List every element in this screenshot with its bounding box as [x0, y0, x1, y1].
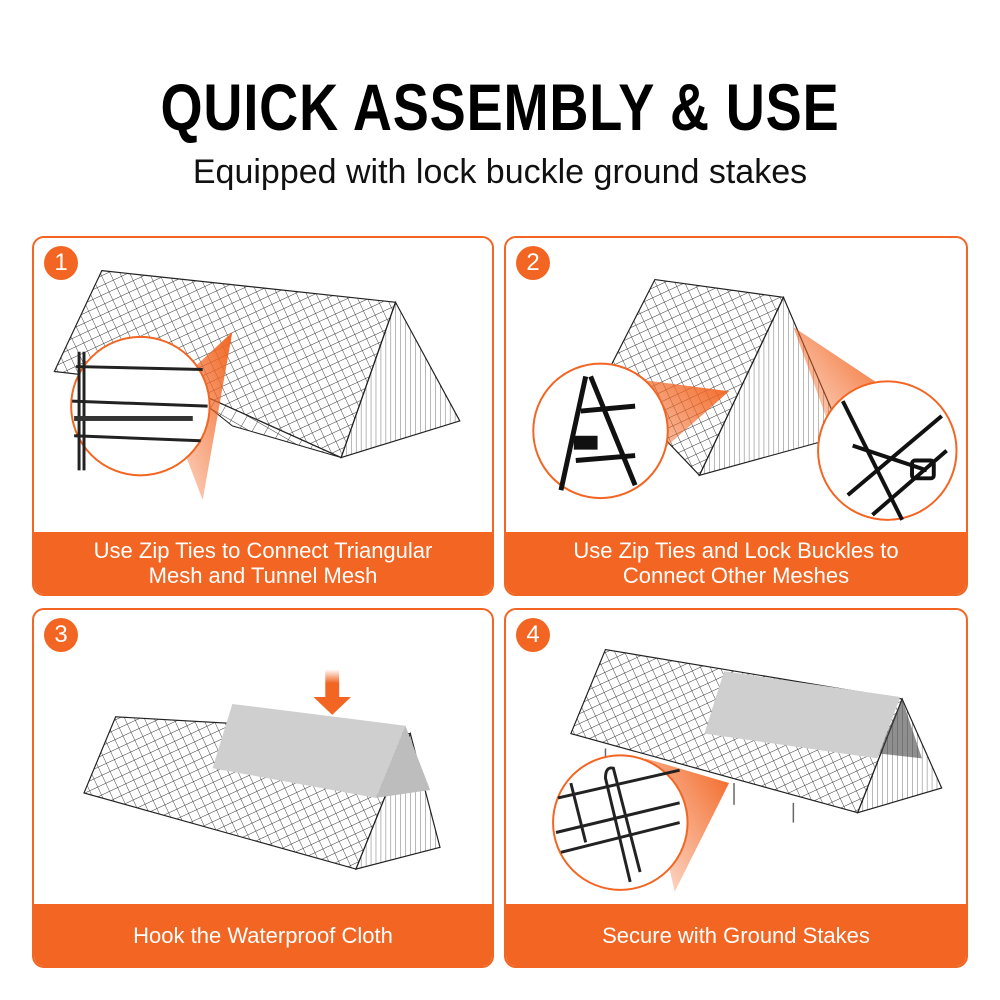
step-caption: Use Zip Ties to Connect Triangular Mesh …	[34, 532, 492, 594]
ground-stakes-illustration	[552, 648, 943, 892]
page-title: QUICK ASSEMBLY & USE	[160, 70, 840, 144]
step-number-badge: 3	[44, 618, 78, 652]
triangular-mesh-illustration	[53, 269, 461, 501]
step-caption: Use Zip Ties and Lock Buckles to Connect…	[506, 532, 966, 594]
step-caption: Hook the Waterproof Cloth	[34, 904, 492, 966]
page-subtitle: Equipped with lock buckle ground stakes	[192, 153, 808, 191]
step-number-badge: 2	[516, 246, 550, 280]
step-number-badge: 1	[44, 246, 78, 280]
ground-stake-closeup	[552, 754, 689, 891]
lock-buckle-closeup	[817, 380, 958, 521]
zip-tie-closeup	[532, 362, 669, 500]
waterproof-cloth	[704, 671, 901, 759]
step-1-panel: 1 Use Zip Ties to Connect Triangular Mes…	[32, 236, 494, 596]
step-4-panel: 4 Secure with Ground Stakes	[504, 608, 968, 968]
step-caption: Secure with Ground Stakes	[506, 904, 966, 966]
a-frame-mesh-illustration	[532, 278, 958, 521]
step-3-panel: 3 Hook the Waterproof Cloth	[32, 608, 494, 968]
waterproof-cloth	[212, 703, 406, 798]
down-arrow-icon	[313, 669, 352, 715]
step-number-badge: 4	[516, 618, 550, 652]
waterproof-cloth-illustration	[83, 669, 441, 870]
step-2-panel: 2 Use Zip Ties and Lock Buckles to Conne…	[504, 236, 968, 596]
